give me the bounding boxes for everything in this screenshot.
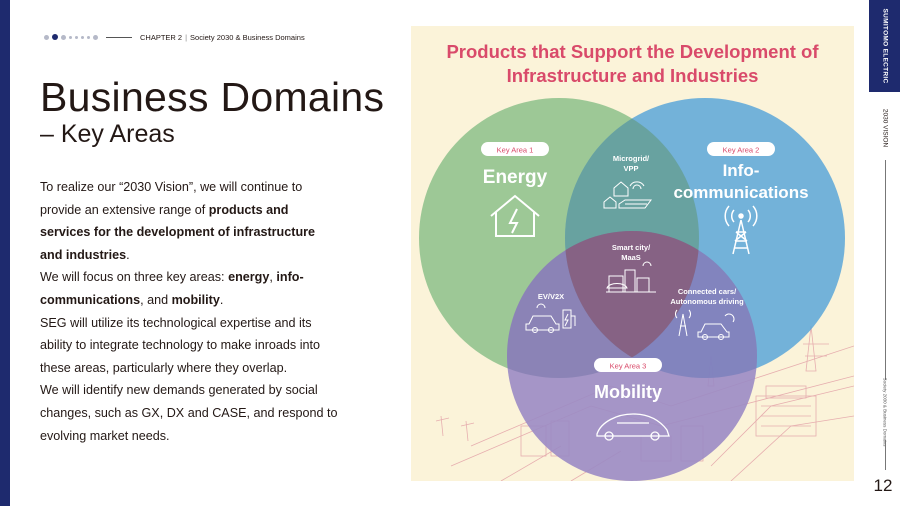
mobility-car-icon [596,413,670,441]
sidebar-caption-text: Society 2030 & Business Domains [882,377,888,447]
key-area-2-tag-text: Key Area 2 [723,146,760,155]
key-area-2-tag [707,142,775,156]
diagram-panel: Key Area 1 Key Area 2 Key Area 3 Energy … [411,26,854,481]
connected-label-line2: Autonomous driving [670,297,744,306]
key-area-3-tag [594,358,662,372]
body-text: To realize our “2030 Vision”, we will co… [40,176,340,447]
microgrid-icon [603,181,652,209]
page-title: Business Domains [40,74,385,120]
key-area-1-tag-text: Key Area 1 [497,146,534,155]
smartcity-label-line2: MaaS [621,253,641,262]
info-label-line1: Info- [723,161,760,180]
connected-label-line1: Connected cars/ [678,287,737,296]
paragraph-4: We will identify new demands generated b… [40,383,338,443]
page-subtitle: – Key Areas [40,120,175,148]
diagram-title-line2: Infrastructure and Industries [506,65,759,86]
progress-dots [44,34,98,40]
evv2x-label: EV/V2X [538,292,564,301]
connected-car-icon [675,309,735,340]
brand-logo: SUMITOMO ELECTRIC [869,0,900,92]
page-number: 12 [873,476,893,495]
sidebar-divider [885,160,886,380]
left-accent-bar [0,0,10,506]
progress-dot [44,34,49,40]
microgrid-label-line2: VPP [623,164,638,173]
mobility-label: Mobility [594,382,662,402]
chapter-header: CHAPTER 2|Society 2030 & Business Domain… [44,30,305,44]
chapter-section: Society 2030 & Business Domains [190,32,305,42]
chapter-number: CHAPTER 2 [140,32,183,42]
progress-dot [69,35,72,39]
progress-dot-active [52,34,58,40]
brand-bar [869,0,900,92]
smartcity-label-line1: Smart city/ [612,243,651,252]
chapter-label: CHAPTER 2|Society 2030 & Business Domain… [140,32,305,42]
progress-dot [87,35,90,39]
chapter-divider [106,36,132,38]
paragraph-3: SEG will utilize its technological exper… [40,315,321,375]
vision-label: 2030 VISION [875,98,895,158]
progress-dot [93,34,98,40]
key-area-3-tag-text: Key Area 3 [610,362,647,371]
sidebar-divider [885,440,886,470]
energy-label: Energy [483,167,548,188]
antenna-tower-icon [724,205,758,255]
info-label-line2: communications [673,183,808,202]
progress-dot [75,35,78,39]
diagram-title: Products that Support the Development of… [411,40,854,88]
paragraph-2: We will focus on three key areas: energy… [40,270,304,307]
progress-dot [61,34,66,40]
key-area-1-tag [481,142,549,156]
smart-city-icon [606,261,656,293]
ev-charging-icon [525,303,576,333]
sidebar-caption: Society 2030 & Business Domains [875,378,895,447]
vision-text: 2030 VISION [881,108,889,148]
energy-house-icon [490,194,540,237]
diagram-title-line1: Products that Support the Development of [446,41,819,62]
brand-text: SUMITOMO ELECTRIC [881,8,888,84]
venn-diagram: Key Area 1 Key Area 2 Key Area 3 Energy … [419,98,854,481]
progress-dot [81,35,84,39]
paragraph-1: To realize our “2030 Vision”, we will co… [40,180,316,262]
microgrid-label-line1: Microgrid/ [613,154,650,163]
